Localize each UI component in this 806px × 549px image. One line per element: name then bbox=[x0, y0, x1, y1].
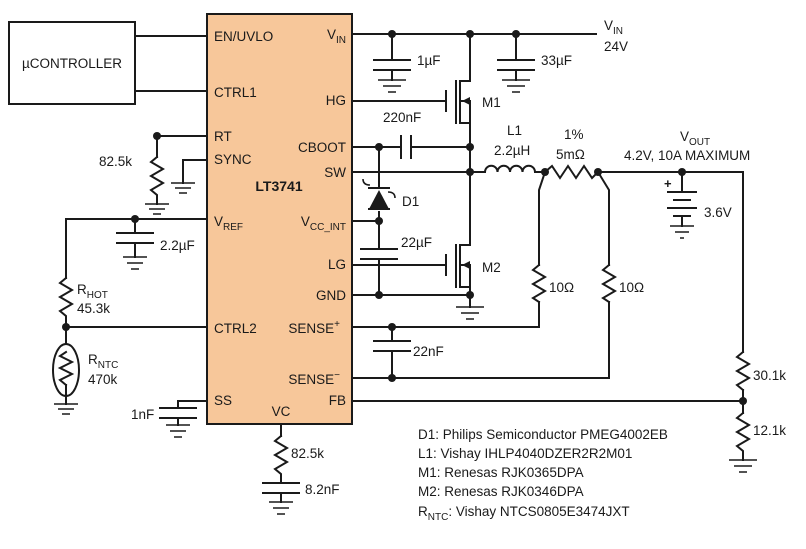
resistor-rt-label: 82.5k bbox=[99, 154, 132, 169]
pin-rt: RT bbox=[214, 129, 232, 144]
bom-m2: M2: Renesas RJK0346DPA bbox=[418, 484, 584, 499]
battery-3v6: + bbox=[664, 171, 697, 239]
sense-resistor-value: 5mΩ bbox=[556, 147, 585, 162]
resistor-30k1 bbox=[735, 350, 751, 392]
pin-sync: SYNC bbox=[214, 152, 252, 167]
wire-sense-minus-tap bbox=[596, 170, 610, 266]
capacitor-22nf bbox=[373, 326, 411, 379]
resistor-12k1-label: 12.1k bbox=[753, 423, 786, 438]
ground-vref bbox=[123, 256, 147, 270]
battery-voltage: 3.6V bbox=[704, 205, 732, 220]
resistor-30k1-label: 30.1k bbox=[753, 368, 786, 383]
ground-ss bbox=[166, 424, 190, 438]
resistor-12k1 bbox=[735, 411, 751, 461]
thermistor-ntc-value: 470k bbox=[88, 372, 118, 387]
sense-resistor-tolerance: 1% bbox=[564, 127, 584, 142]
wire-ss bbox=[177, 400, 208, 409]
pin-sw: SW bbox=[324, 165, 346, 180]
inductor-l1 bbox=[483, 164, 537, 174]
capacitor-8n2f bbox=[262, 482, 300, 503]
thermistor-ntc-label: RNTC bbox=[88, 352, 118, 371]
resistor-rt-82k5 bbox=[149, 155, 165, 205]
resistor-rhot-label: RHOT bbox=[77, 282, 108, 301]
diode-d1 bbox=[362, 146, 396, 222]
pin-sense-plus: SENSE+ bbox=[288, 319, 340, 336]
pin-vcc-int: VCC_INT bbox=[301, 214, 346, 233]
pin-en-uvlo: EN/UVLO bbox=[214, 29, 273, 44]
capacitor-22uf bbox=[360, 248, 398, 296]
pin-gnd: GND bbox=[316, 288, 346, 303]
ground-fb bbox=[729, 459, 757, 473]
ground-ntc bbox=[54, 403, 78, 415]
capacitor-33uf bbox=[497, 33, 535, 93]
ground-vc bbox=[269, 501, 293, 515]
pin-ctrl2: CTRL2 bbox=[214, 321, 257, 336]
bom-l1: L1: Vishay IHLP4040DZER2R2M01 bbox=[418, 446, 632, 461]
capacitor-22nf-label: 22nF bbox=[413, 344, 444, 359]
resistor-vc-82k5 bbox=[273, 434, 289, 484]
resistor-10ohm-plus bbox=[531, 263, 547, 304]
pin-vin: VIN bbox=[327, 27, 346, 46]
pin-fb: FB bbox=[329, 393, 346, 408]
capacitor-1nf bbox=[159, 407, 197, 426]
bom-d1: D1: Philips Semiconductor PMEG4002EB bbox=[418, 427, 668, 442]
capacitor-1uf-label: 1µF bbox=[417, 53, 441, 68]
capacitor-1uf bbox=[373, 33, 411, 93]
bom-rntc: RNTC: Vishay NTCS0805E3474JXT bbox=[418, 504, 630, 523]
capacitor-220nf-label: 220nF bbox=[383, 110, 421, 125]
capacitor-33uf-label: 33µF bbox=[541, 53, 572, 68]
pin-ss: SS bbox=[214, 393, 232, 408]
resistor-10ohm-minus bbox=[601, 263, 617, 304]
microcontroller-box bbox=[8, 21, 136, 105]
vout-spec: 4.2V, 10A MAXIMUM bbox=[624, 148, 750, 163]
wire-fb bbox=[351, 389, 744, 414]
resistor-rhot-value: 45.3k bbox=[77, 301, 110, 316]
lt3741-chip-body bbox=[206, 13, 353, 425]
inductor-l1-value: 2.2µH bbox=[494, 143, 530, 158]
microcontroller-label: µCONTROLLER bbox=[22, 56, 122, 71]
wire-sense-minus bbox=[351, 301, 610, 379]
capacitor-220nf bbox=[400, 135, 412, 159]
mosfet-m1 bbox=[351, 33, 471, 173]
bom-m1: M1: Renesas RJK0365DPA bbox=[418, 465, 584, 480]
sense-resistor bbox=[543, 164, 600, 180]
pin-ctrl1: CTRL1 bbox=[214, 85, 257, 100]
capacitor-8n2f-label: 8.2nF bbox=[305, 482, 340, 497]
pin-lg: LG bbox=[328, 257, 346, 272]
resistor-vc-label: 82.5k bbox=[291, 446, 324, 461]
pin-vc: VC bbox=[272, 404, 291, 419]
vin-voltage: 24V bbox=[604, 39, 628, 54]
vout-label: VOUT bbox=[680, 129, 710, 148]
pin-vref: VREF bbox=[214, 214, 243, 233]
capacitor-22uf-label: 22µF bbox=[401, 235, 432, 250]
inductor-l1-name: L1 bbox=[507, 123, 522, 138]
wire-sense-plus bbox=[351, 301, 540, 328]
svg-text:+: + bbox=[664, 176, 672, 191]
pin-hg: HG bbox=[326, 93, 346, 108]
wire-sense-plus-tap bbox=[538, 170, 547, 266]
mosfet-m2 bbox=[351, 171, 484, 320]
capacitor-2u2f-label: 2.2µF bbox=[160, 238, 195, 253]
resistor-10ohm-plus-label: 10Ω bbox=[549, 280, 574, 295]
wire-rt bbox=[156, 135, 208, 158]
wire-sync bbox=[182, 159, 208, 184]
chip-part-number: LT3741 bbox=[255, 178, 302, 194]
ground-rt bbox=[145, 203, 169, 215]
pin-sense-minus: SENSE− bbox=[288, 370, 340, 387]
resistor-rhot bbox=[58, 276, 74, 328]
vin-label: VIN bbox=[604, 18, 623, 37]
ground-sync bbox=[171, 182, 195, 194]
wire-vref bbox=[65, 218, 208, 279]
resistor-10ohm-minus-label: 10Ω bbox=[619, 280, 644, 295]
capacitor-2u2f bbox=[116, 218, 154, 258]
junction-dots bbox=[62, 30, 747, 405]
mosfet-m1-label: M1 bbox=[482, 95, 501, 110]
wire-vout-rail bbox=[597, 171, 744, 353]
pin-cboot: CBOOT bbox=[298, 140, 346, 155]
capacitor-1nf-label: 1nF bbox=[131, 407, 154, 422]
diode-d1-label: D1 bbox=[402, 194, 419, 209]
mosfet-m2-label: M2 bbox=[482, 260, 501, 275]
thermistor-ntc bbox=[57, 350, 75, 387]
